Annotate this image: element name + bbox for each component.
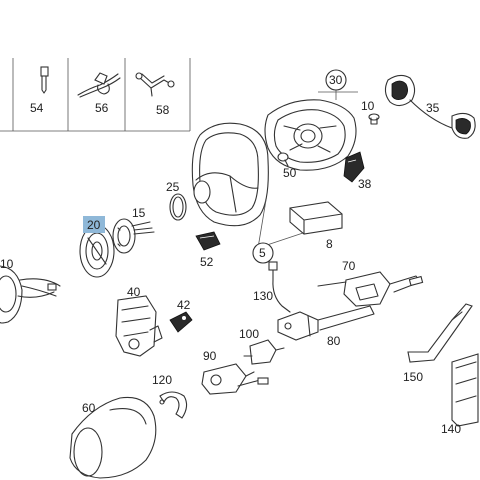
label-38: 38 bbox=[358, 177, 372, 191]
part-140-housing[interactable] bbox=[451, 353, 479, 427]
label-40: 40 bbox=[127, 285, 141, 299]
label-25: 25 bbox=[166, 180, 180, 194]
label-56: 56 bbox=[95, 101, 109, 115]
callout-circle-5 bbox=[252, 242, 274, 264]
part-120-clamp[interactable] bbox=[159, 391, 188, 419]
part-8-control-box[interactable] bbox=[289, 201, 343, 235]
label-30: 30 bbox=[329, 73, 343, 87]
part-80-combination-switch[interactable] bbox=[277, 305, 375, 341]
part-70-switch-cluster[interactable] bbox=[317, 271, 424, 307]
label-54: 54 bbox=[30, 101, 44, 115]
label-150: 150 bbox=[403, 370, 423, 384]
part-100-switch[interactable] bbox=[243, 339, 285, 365]
label-130: 130 bbox=[253, 289, 273, 303]
label-5: 5 bbox=[259, 246, 266, 260]
label-140: 140 bbox=[441, 422, 461, 436]
label-90: 90 bbox=[203, 349, 217, 363]
part-5-steering-wheel[interactable] bbox=[191, 122, 269, 227]
label-8: 8 bbox=[326, 237, 333, 251]
label-58: 58 bbox=[156, 103, 170, 117]
label-42: 42 bbox=[177, 298, 191, 312]
part-56-strap[interactable] bbox=[77, 72, 121, 98]
label-50: 50 bbox=[283, 166, 297, 180]
part-50-screw[interactable] bbox=[277, 152, 289, 167]
part-54-pin[interactable] bbox=[40, 66, 49, 94]
part-25-ring[interactable] bbox=[169, 193, 187, 221]
accessory-panel bbox=[0, 58, 191, 132]
label-120: 120 bbox=[152, 373, 172, 387]
label-35: 35 bbox=[426, 101, 440, 115]
part-15-contact-plate[interactable] bbox=[112, 218, 155, 254]
label-80: 80 bbox=[327, 334, 341, 348]
part-35-module[interactable] bbox=[384, 74, 476, 139]
label-15: 15 bbox=[132, 206, 146, 220]
label-10-top: 10 bbox=[361, 99, 375, 113]
label-20-highlight bbox=[83, 216, 105, 233]
part-90-ignition-switch[interactable] bbox=[201, 363, 269, 395]
part-150-lever[interactable] bbox=[407, 303, 473, 363]
part-10-horn-contact[interactable] bbox=[0, 265, 61, 324]
callout-circle-30 bbox=[325, 69, 347, 91]
part-130-sensor[interactable] bbox=[268, 261, 291, 313]
part-58-bracket[interactable] bbox=[135, 72, 175, 97]
label-20: 20 bbox=[87, 218, 101, 232]
part-38-connector[interactable] bbox=[343, 151, 365, 183]
label-52: 52 bbox=[200, 255, 214, 269]
part-42-sensor[interactable] bbox=[169, 311, 193, 333]
part-10-screw[interactable] bbox=[368, 113, 380, 125]
label-10-left: 10 bbox=[0, 257, 14, 271]
part-52-connector[interactable] bbox=[195, 231, 221, 251]
part-40-steering-lock[interactable] bbox=[115, 295, 163, 357]
part-30-airbag[interactable] bbox=[264, 99, 357, 171]
label-100: 100 bbox=[239, 327, 259, 341]
label-70: 70 bbox=[342, 259, 356, 273]
label-60: 60 bbox=[82, 401, 96, 415]
part-60-column-cover[interactable] bbox=[69, 396, 157, 479]
